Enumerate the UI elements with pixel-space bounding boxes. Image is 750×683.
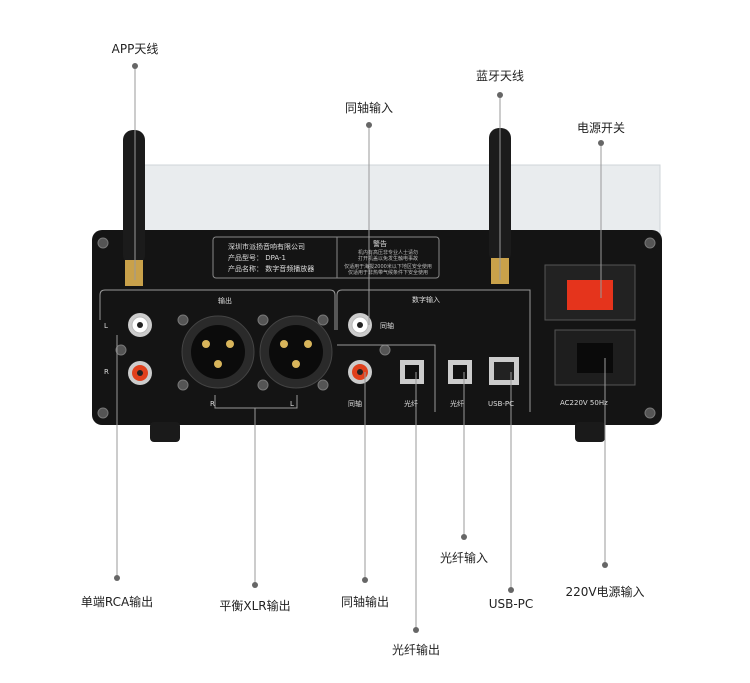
product-name-text: 产品名称： 数字音频播放器 <box>228 264 314 273</box>
warning-line: 打开机盖以免发生触电事故 <box>358 255 418 262</box>
coax-out-jack <box>348 360 372 384</box>
callout-app-antenna: APP天线 <box>111 42 159 56</box>
info-plate <box>212 236 440 279</box>
rca-l-label: L <box>104 322 108 330</box>
output-section-label: 输出 <box>218 296 232 305</box>
optical-out-label: 光纤 <box>404 399 418 408</box>
foot-right <box>575 422 605 442</box>
callout-ac-in: 220V电源输入 <box>565 585 645 599</box>
coax-out-label: 同轴 <box>348 399 362 408</box>
callout-bt-antenna: 蓝牙天线 <box>475 69 525 83</box>
callout-xlr-out: 平衡XLR输出 <box>219 599 291 613</box>
warning-line: 机内有高压非专业人士请勿 <box>358 249 418 256</box>
callout-usb-pc: USB-PC <box>488 597 534 611</box>
callout-rca-out: 单端RCA输出 <box>80 595 154 609</box>
foot-left <box>150 422 180 442</box>
warning-line: 仅适用于非热带气候条件下安全使用 <box>348 269 428 276</box>
warning-title: 警告 <box>373 239 387 248</box>
xlr-r-label: R <box>210 400 215 408</box>
callout-coax-out: 同轴输出 <box>340 595 390 609</box>
optical-in-label: 光纤 <box>450 399 464 408</box>
xlr-l-label: L <box>290 400 294 408</box>
callout-optical-in: 光纤输入 <box>439 551 489 565</box>
top-cover <box>124 164 661 236</box>
callout-optical-out: 光纤输出 <box>391 643 441 657</box>
xlr-l <box>259 315 333 389</box>
power-switch <box>567 280 613 310</box>
ac-label: AC220V 50Hz <box>560 399 608 407</box>
usb-label: USB-PC <box>488 400 514 408</box>
coax-in-label: 同轴 <box>380 321 394 330</box>
rca-r-label: R <box>104 368 109 376</box>
digital-input-section-label: 数字输入 <box>412 295 440 304</box>
rca-r-jack <box>128 361 152 385</box>
callout-power-switch: 电源开关 <box>576 121 626 135</box>
company-text: 深圳市派扬音响有限公司 <box>228 242 305 251</box>
app-antenna <box>123 130 145 265</box>
callout-coax-in: 同轴输入 <box>344 101 394 115</box>
xlr-r <box>181 315 255 389</box>
rca-l-jack <box>128 313 152 337</box>
warning-line: 仅适用于海拔2000米以下地区安全使用 <box>344 263 432 270</box>
model-text: 产品型号： DPA-1 <box>228 253 286 262</box>
coax-in-jack <box>348 313 372 337</box>
